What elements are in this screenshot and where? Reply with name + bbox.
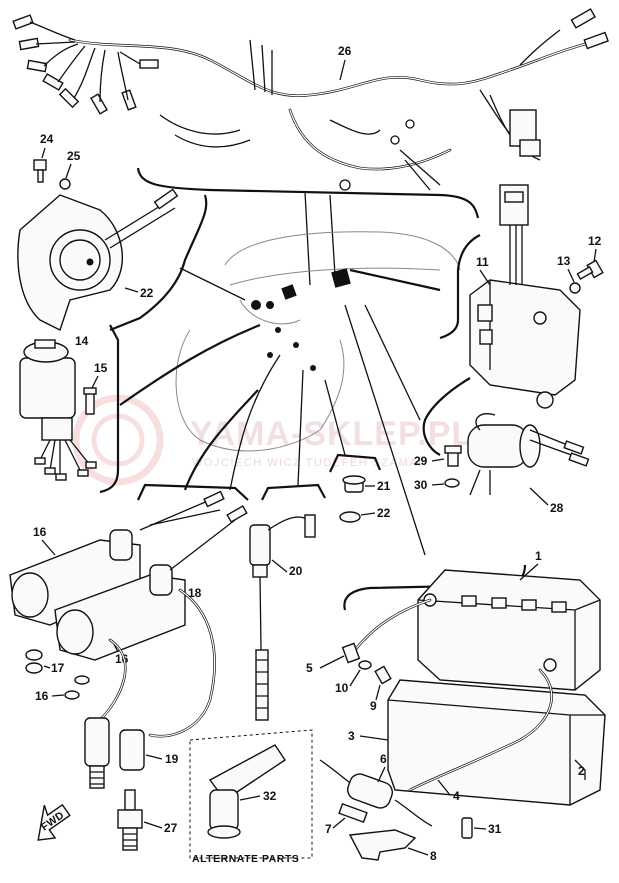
fuse-7: 7 [325,802,368,836]
bolt-9: 9 [370,665,392,713]
callout-33: 32 [263,789,277,803]
bolt-30: 29 [414,445,462,468]
callout-1: 1 [535,549,542,563]
frame-outline [175,231,461,452]
regulator-11: 11 [349,184,581,409]
callout-8: 8 [430,849,437,863]
washer-13: 13 [557,254,581,294]
washer-17: 16 [35,689,80,703]
washer-23: 22 [339,506,391,523]
callout-27: 26 [338,44,352,58]
callout-3: 3 [348,729,355,743]
bracket-harness [136,167,480,219]
callout-19: 18 [188,586,202,600]
grommet-22: 21 [324,379,391,493]
wire-harness-27: 26 [12,8,609,191]
callout-6: 6 [380,752,387,766]
callout-29: 28 [550,501,564,515]
plug-cap-20: 19 [145,752,179,766]
callout-21: 20 [289,564,303,578]
callout-12: 12 [588,234,602,248]
callout-20: 19 [165,752,179,766]
callout-4: 4 [453,789,460,803]
leader-main-switch [119,323,261,406]
spark-plug-28: 27 [117,789,178,851]
fwd-arrow: FWD [37,803,71,841]
callout-11: 11 [476,255,489,269]
alternate-parts-33: 32 ALTERNATE PARTS [189,729,313,865]
switch-21: 20 [249,369,326,721]
callout-18: 17 [51,661,65,675]
callout-23: 22 [377,506,391,520]
callout-24: 22 [140,286,154,300]
cable-5: 5 [306,598,432,675]
callout-7: 7 [325,822,332,836]
callout-2: 2 [578,764,585,778]
screw-15: 15 [83,361,108,415]
horn-24: 22 [17,188,246,332]
callout-26: 25 [67,149,81,163]
cable-4: 4 [408,668,553,803]
nut-10: 10 [335,660,372,695]
watermark: YAMA-SKLEP.PL WOJCIECH WICZ TUDEFEH SZAM… [72,394,472,486]
alternate-parts-caption: ALTERNATE PARTS [192,853,299,865]
washer-26: 25 [59,149,81,190]
band-2: 2 [574,759,586,780]
fuse-32: 31 [461,817,502,839]
callout-28: 27 [164,821,178,835]
callout-16a: 16 [33,525,47,539]
bracket-8: 8 [348,829,437,863]
watermark-subtitle: WOJCIECH WICZ TUDEFEH SZAMAN [192,457,428,469]
leader-harness-a [304,191,311,286]
callout-10: 10 [335,681,349,695]
fuse-holder-6: 6 [319,752,433,827]
callout-22: 21 [377,479,391,493]
ignition-coils-16: 16 16 [9,354,281,666]
callout-5: 5 [306,661,313,675]
callout-13: 13 [557,254,571,268]
starter-relay-29: 28 [364,304,590,515]
main-switch-14: 14 [19,324,120,494]
plug-cap-19: 18 [84,586,216,789]
callout-14: 14 [75,334,89,348]
callout-32: 31 [488,822,502,836]
callout-15: 15 [94,361,108,375]
callout-17: 16 [35,689,49,703]
washer-31: 30 [414,478,460,492]
bolt-25: 24 [33,132,54,183]
callout-30: 29 [414,454,428,468]
callout-25: 24 [40,132,54,146]
callout-31: 30 [414,478,428,492]
bolt-12: 12 [576,234,604,281]
callout-9: 9 [370,699,377,713]
nut-18: 17 [25,649,90,685]
leader-harness-b [329,194,336,276]
